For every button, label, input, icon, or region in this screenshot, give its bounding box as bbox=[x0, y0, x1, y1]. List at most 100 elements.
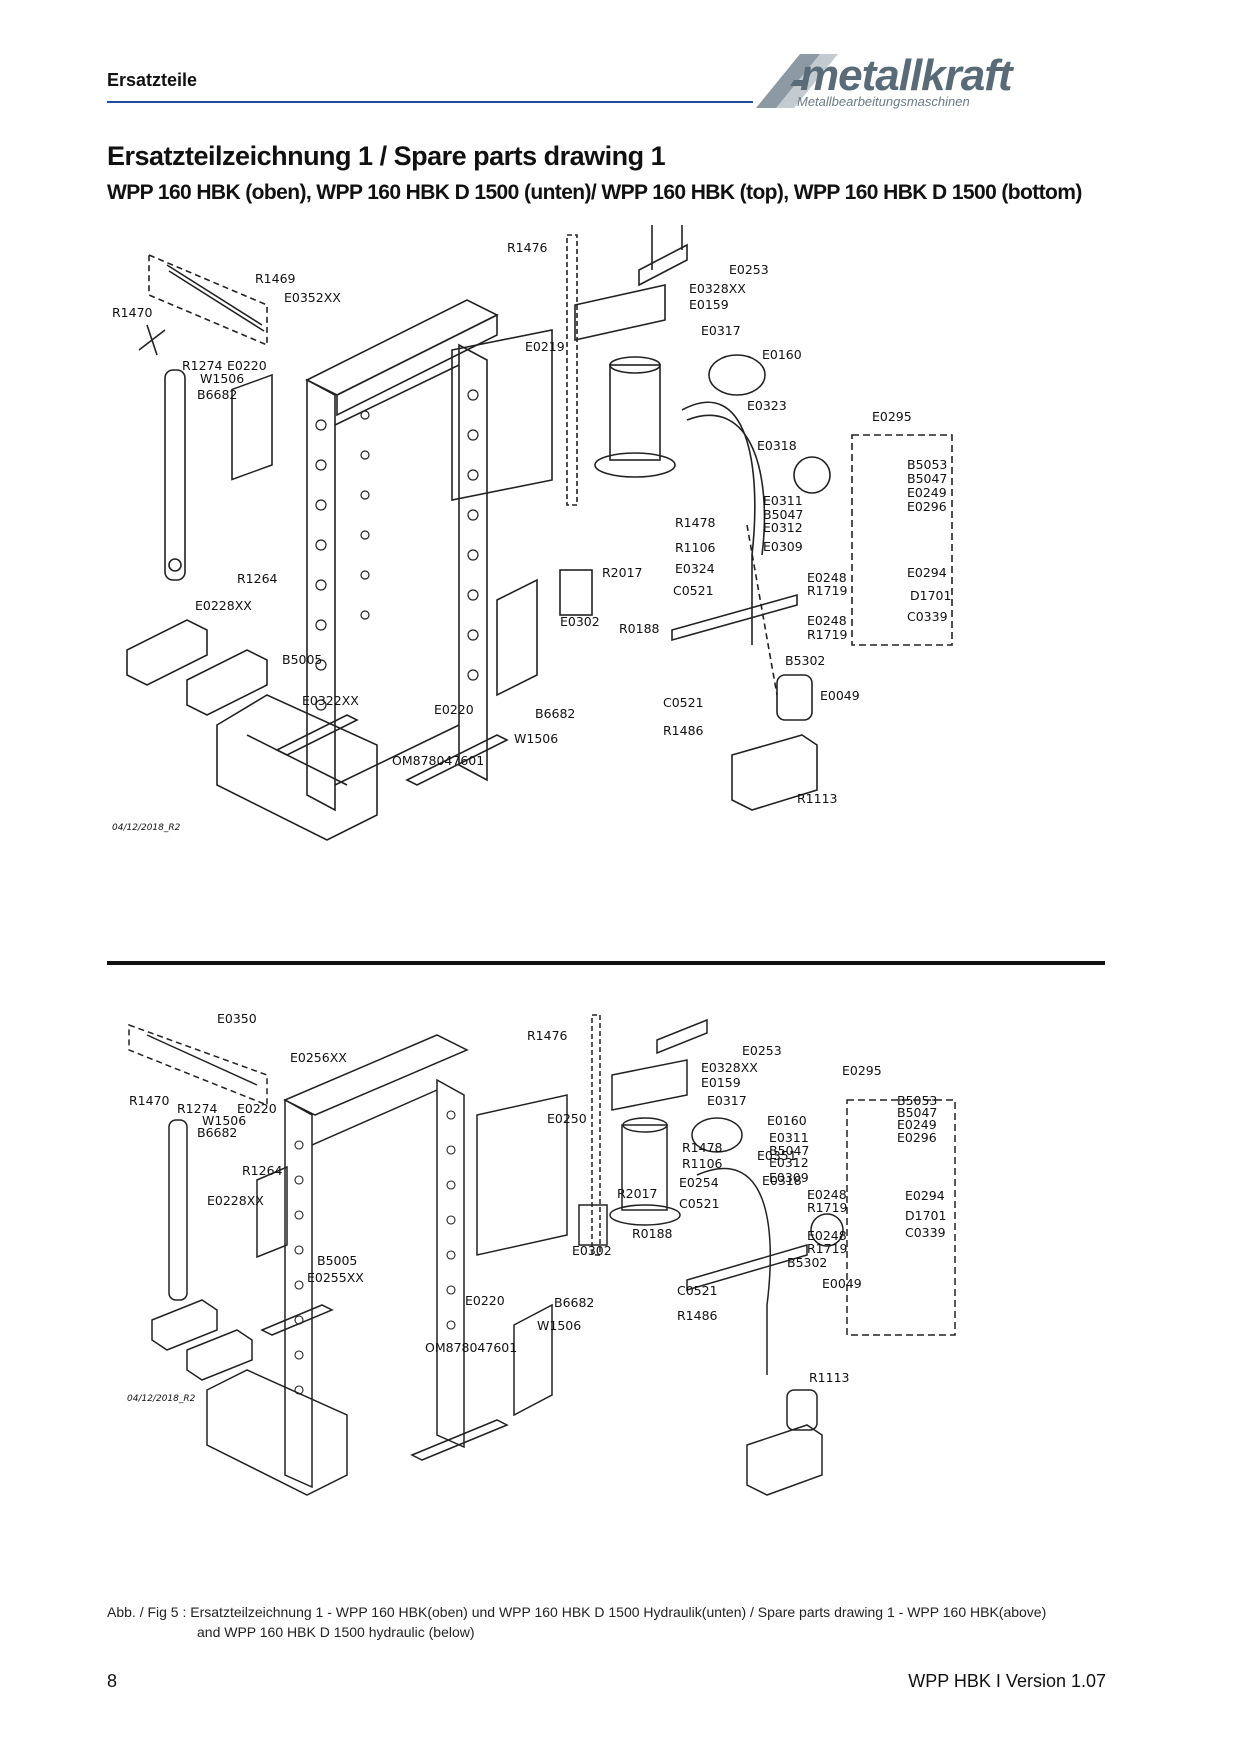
part-label: E0295 bbox=[842, 1063, 882, 1078]
part-label: W1506 bbox=[200, 371, 244, 386]
part-label: D1701 bbox=[910, 588, 951, 603]
part-label: R2017 bbox=[602, 565, 643, 580]
brand-tagline: Metallbearbeitungsmaschinen bbox=[797, 94, 970, 109]
part-label: R1264 bbox=[237, 571, 278, 586]
document-version: WPP HBK I Version 1.07 bbox=[908, 1671, 1106, 1691]
part-label: E0350 bbox=[217, 1011, 257, 1026]
part-label: E0318 bbox=[762, 1173, 802, 1188]
part-label: E0312 bbox=[769, 1155, 809, 1170]
part-label: E0219 bbox=[525, 339, 565, 354]
part-label: E0294 bbox=[905, 1188, 945, 1203]
part-label: E0159 bbox=[689, 297, 729, 312]
part-label: E0249 bbox=[897, 1117, 937, 1132]
part-label: E0220 bbox=[465, 1293, 505, 1308]
part-label: E0049 bbox=[822, 1276, 862, 1291]
part-label: R1470 bbox=[129, 1093, 170, 1108]
part-label: E0296 bbox=[897, 1130, 937, 1145]
part-label: OM878047601 bbox=[425, 1340, 517, 1355]
part-label: E0256XX bbox=[290, 1050, 347, 1065]
part-label: E0352XX bbox=[284, 290, 341, 305]
part-label: R1470 bbox=[112, 305, 153, 320]
part-label: R1113 bbox=[797, 791, 838, 806]
part-label: R1719 bbox=[807, 1200, 848, 1215]
part-label: OM878047601 bbox=[392, 753, 484, 768]
part-label: E0309 bbox=[769, 1170, 809, 1185]
part-label: R1486 bbox=[663, 723, 704, 738]
part-label: E0228XX bbox=[195, 598, 252, 613]
part-label: B5047 bbox=[769, 1143, 809, 1158]
part-label: E0248 bbox=[807, 570, 847, 585]
part-label: E0220 bbox=[227, 358, 267, 373]
part-label: R1274 bbox=[182, 358, 223, 373]
part-label: R1106 bbox=[682, 1156, 723, 1171]
part-label: B5053 bbox=[907, 457, 947, 472]
figure-caption-line1: Abb. / Fig 5 : Ersatzteilzeichnung 1 - W… bbox=[107, 1604, 1047, 1620]
part-label: W1506 bbox=[514, 731, 558, 746]
part-label: E0159 bbox=[701, 1075, 741, 1090]
part-label: C0521 bbox=[673, 583, 714, 598]
part-label: R1106 bbox=[675, 540, 716, 555]
part-label: B5053 bbox=[897, 1093, 937, 1108]
part-label: E0248 bbox=[807, 1187, 847, 1202]
part-label: E0250 bbox=[547, 1111, 587, 1126]
part-label: B6682 bbox=[554, 1295, 594, 1310]
part-label: R1478 bbox=[682, 1140, 723, 1155]
part-label: E0317 bbox=[707, 1093, 747, 1108]
part-label: R1476 bbox=[507, 240, 548, 255]
brand-wordmark: metallkraft bbox=[800, 51, 1013, 100]
part-label: E0302 bbox=[572, 1243, 612, 1258]
part-label: B5302 bbox=[787, 1255, 827, 1270]
part-label: E0296 bbox=[907, 499, 947, 514]
part-label: E0302 bbox=[560, 614, 600, 629]
part-label: E0351 bbox=[757, 1148, 797, 1163]
part-label: E0294 bbox=[907, 565, 947, 580]
spare-parts-drawing-bottom: E0350 R1476 E0253 E0256XX E0328XX R1470 … bbox=[127, 1011, 956, 1496]
part-label: B6682 bbox=[197, 387, 237, 402]
part-label: E0160 bbox=[767, 1113, 807, 1128]
part-label: R0188 bbox=[619, 621, 660, 636]
part-label: R1476 bbox=[527, 1028, 568, 1043]
part-label: E0220 bbox=[237, 1101, 277, 1116]
page-number: 8 bbox=[107, 1671, 118, 1691]
part-label: E0295 bbox=[872, 409, 912, 424]
page-subtitle: WPP 160 HBK (oben), WPP 160 HBK D 1500 (… bbox=[107, 181, 1082, 204]
part-label: R2017 bbox=[617, 1186, 658, 1201]
part-label: E0248 bbox=[807, 1228, 847, 1243]
part-label: R1113 bbox=[809, 1370, 850, 1385]
part-label: B5005 bbox=[317, 1253, 357, 1268]
part-label: E0253 bbox=[729, 262, 769, 277]
part-label: E0253 bbox=[742, 1043, 782, 1058]
figure-caption: Abb. / Fig 5 : Ersatzteilzeichnung 1 - W… bbox=[107, 1602, 1107, 1642]
section-title: Ersatzteile bbox=[107, 70, 198, 90]
part-label: E0318 bbox=[757, 438, 797, 453]
part-label: C0339 bbox=[905, 1225, 946, 1240]
section-divider bbox=[107, 961, 1105, 965]
part-label: E0309 bbox=[763, 539, 803, 554]
part-label: R1719 bbox=[807, 1241, 848, 1256]
part-label: W1506 bbox=[537, 1318, 581, 1333]
part-label: E0220 bbox=[434, 702, 474, 717]
part-label: E0249 bbox=[907, 485, 947, 500]
part-label: E0255XX bbox=[307, 1270, 364, 1285]
drawing-date-bottom: 04/12/2018_R2 bbox=[127, 1394, 196, 1404]
header-rule bbox=[107, 101, 753, 103]
part-label: E0311 bbox=[769, 1130, 809, 1145]
part-label: R1486 bbox=[677, 1308, 718, 1323]
part-label: E0248 bbox=[807, 613, 847, 628]
part-label: E0323 bbox=[747, 398, 787, 413]
part-label: E0328XX bbox=[701, 1060, 758, 1075]
part-label: B5005 bbox=[282, 652, 322, 667]
figure-caption-line2: and WPP 160 HBK D 1500 hydraulic (below) bbox=[197, 1624, 475, 1640]
part-label: B6682 bbox=[197, 1125, 237, 1140]
part-label: R1469 bbox=[255, 271, 296, 286]
part-label: E0254 bbox=[679, 1175, 719, 1190]
drawing-date-top: 04/12/2018_R2 bbox=[112, 823, 181, 833]
part-label: E0328XX bbox=[689, 281, 746, 296]
part-label: B5047 bbox=[897, 1105, 937, 1120]
part-label: R1478 bbox=[675, 515, 716, 530]
part-label: R1264 bbox=[242, 1163, 283, 1178]
part-label: C0521 bbox=[679, 1196, 720, 1211]
part-label: W1506 bbox=[202, 1113, 246, 1128]
part-label: B5302 bbox=[785, 653, 825, 668]
part-label: B6682 bbox=[535, 706, 575, 721]
